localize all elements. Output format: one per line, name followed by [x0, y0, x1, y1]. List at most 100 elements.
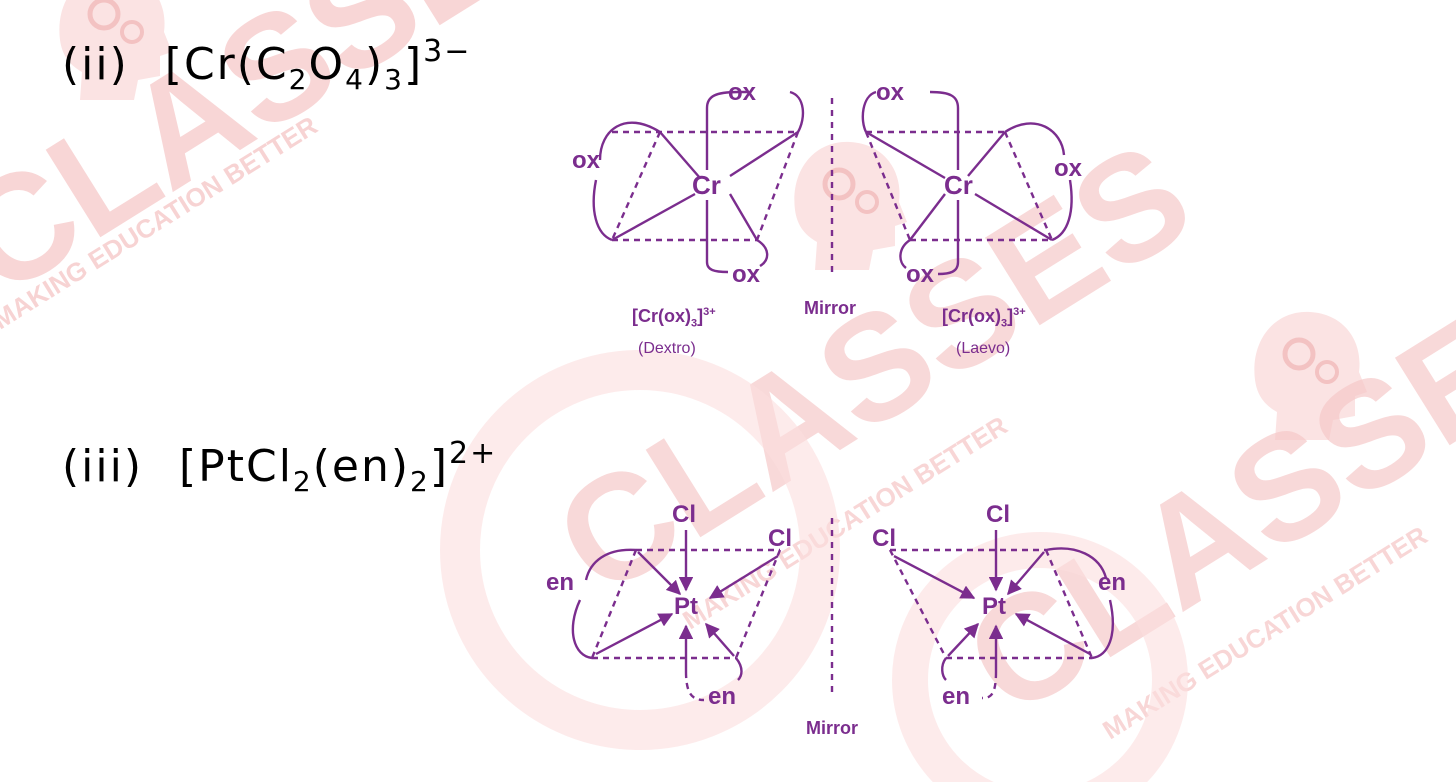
bond — [611, 192, 696, 242]
ox-arc — [929, 90, 960, 109]
caption-sub: 3 — [1001, 317, 1008, 330]
coordinate-bond-arrow — [893, 554, 976, 600]
bond-dashed — [1044, 549, 1094, 659]
formula-sub: 2 — [288, 63, 309, 96]
ox-arc — [598, 121, 661, 161]
watermark-ring — [440, 350, 840, 750]
formula-mid: (en) — [312, 441, 411, 492]
formula-open: [PtCl — [179, 441, 293, 492]
metal-label: Pt — [674, 593, 698, 620]
formula-sub: 2 — [292, 465, 313, 498]
bond — [967, 131, 1006, 177]
bond-dashed — [864, 131, 912, 241]
ox-label: ox — [728, 79, 757, 106]
cr-laevo-structure — [861, 90, 1073, 276]
en-arc — [1091, 599, 1114, 660]
formula-sub: 4 — [345, 63, 365, 96]
bond-dashed — [610, 131, 662, 241]
ox-arc — [592, 179, 613, 242]
caption-sup: 3+ — [1013, 306, 1026, 318]
bond-dashed — [888, 549, 948, 659]
coordinate-bond-arrow — [1007, 551, 1045, 596]
formula-charge: 3− — [423, 34, 472, 69]
coordinate-bond-arrow — [1014, 612, 1091, 656]
bond-dashed — [755, 131, 800, 241]
coordinate-bond-arrow — [637, 551, 682, 596]
roman-numeral: (ii) — [62, 39, 129, 90]
ox-label: ox — [732, 261, 761, 288]
caption-sub: 3 — [691, 317, 698, 330]
bond — [659, 131, 701, 179]
cl-label: Cl — [872, 525, 896, 552]
ox-label: ox — [906, 261, 935, 288]
ox-arc — [1051, 179, 1073, 242]
pt-labels: Cl Cl en en Pt Cl Cl en en Pt — [546, 501, 1126, 710]
en-label: en — [546, 569, 574, 596]
bond — [865, 130, 946, 180]
formula-sub: 2 — [410, 465, 430, 498]
en-arc-dashed — [981, 671, 998, 700]
en-arc — [735, 657, 743, 681]
en-label: en — [1098, 569, 1126, 596]
ox-label: ox — [572, 147, 601, 174]
en-label: en — [942, 683, 970, 710]
formula-close: ] — [403, 39, 424, 90]
ox-arc — [1004, 122, 1066, 156]
caption-text: [Cr(ox) — [632, 306, 691, 326]
cl-label: Cl — [986, 501, 1010, 528]
formula-mid: ) — [364, 39, 385, 90]
caption-sup: 3+ — [703, 306, 716, 318]
ox-arc — [937, 261, 960, 276]
formula-iii: (iii)[PtCl2(en)2]2+ — [62, 436, 497, 498]
ox-label: ox — [876, 79, 905, 106]
coordinate-bond-arrow — [947, 622, 979, 657]
caption-text: ] — [697, 306, 704, 326]
pt-right-structure — [888, 530, 1114, 700]
bond — [974, 192, 1053, 242]
coordinate-bond-arrow — [708, 554, 779, 600]
caption-text: ] — [1007, 306, 1014, 326]
caption-laevo: [Cr(ox)3]3+ — [942, 306, 1026, 330]
en-label: en — [708, 683, 736, 710]
en-arc-dashed — [684, 671, 705, 702]
ox-arc — [705, 90, 748, 109]
watermark-head-icon — [794, 142, 907, 270]
bond-dashed — [1003, 131, 1054, 241]
en-arc — [941, 657, 948, 681]
mirror-label: Mirror — [806, 718, 859, 738]
metal-label: Cr — [944, 170, 973, 200]
formula-ii: (ii) [Cr(C2O4)3]3− — [62, 34, 471, 96]
ox-arc — [705, 261, 729, 274]
en-arc — [584, 548, 637, 581]
watermark-ring — [892, 532, 1188, 782]
cl-label: Cl — [768, 525, 792, 552]
formula-open: [Cr(C — [164, 39, 289, 90]
ox-arc — [899, 239, 911, 269]
cr-dextro-structure — [592, 90, 805, 274]
ox-arc — [861, 90, 877, 133]
cl-label: Cl — [672, 501, 696, 528]
en-arc — [1045, 547, 1108, 579]
formula-sub: 3 — [384, 63, 404, 96]
metal-label: Cr — [692, 170, 721, 200]
formula-close: ] — [429, 441, 450, 492]
caption-dextro: [Cr(ox)3]3+ — [632, 306, 716, 330]
bond-dashed — [590, 549, 638, 659]
cr-labels: ox ox ox Cr ox ox ox Cr — [572, 79, 1083, 288]
bond — [728, 193, 759, 241]
en-arc — [571, 599, 593, 660]
formula-mid: O — [308, 39, 346, 90]
bond-dashed — [734, 549, 782, 659]
caption-text: [Cr(ox) — [942, 306, 1001, 326]
metal-label: Pt — [982, 593, 1006, 620]
isomer-dextro: (Dextro) — [638, 340, 696, 357]
ox-label: ox — [1054, 155, 1083, 182]
pt-left-structure — [571, 530, 782, 702]
bond — [909, 193, 946, 241]
mirror-label: Mirror — [804, 298, 857, 318]
coordinate-bond-arrow — [595, 612, 674, 656]
ox-arc — [756, 238, 769, 268]
ox-arc — [789, 90, 805, 133]
